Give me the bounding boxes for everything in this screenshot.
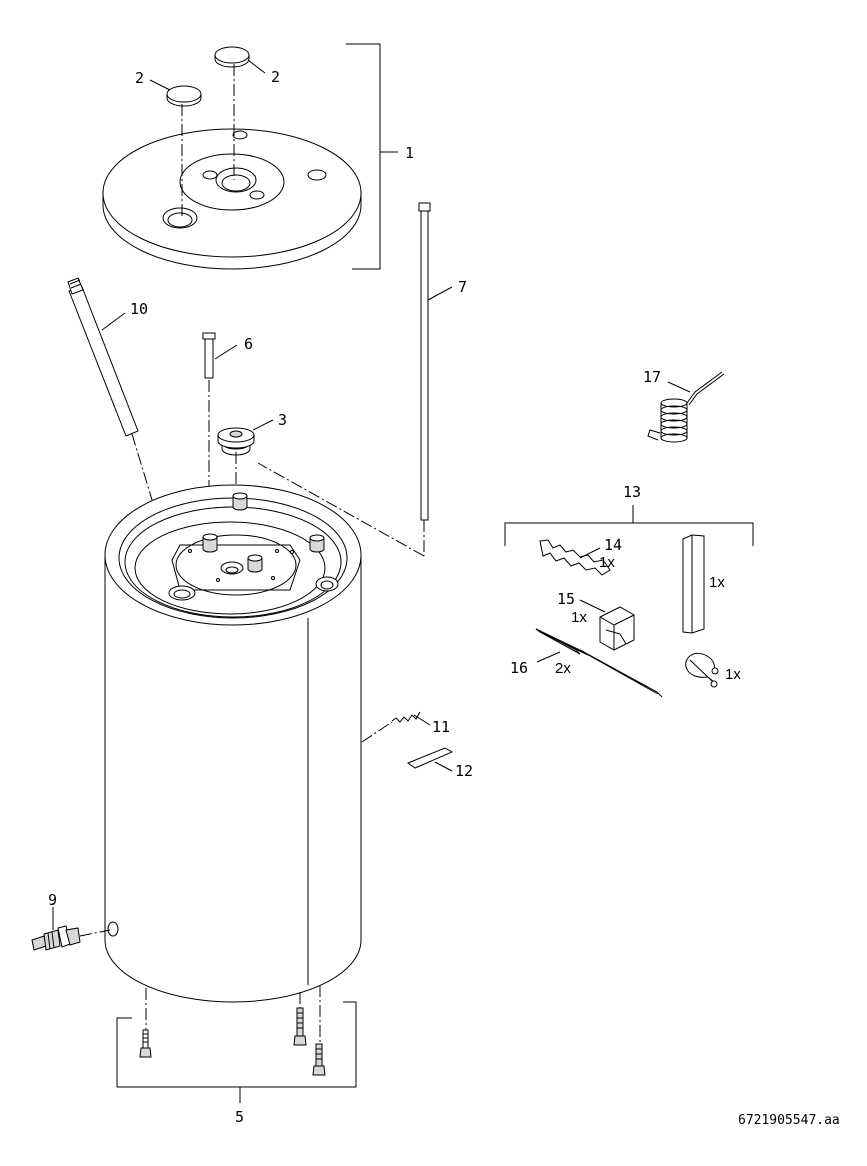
quantity-strip: 1x: [709, 574, 725, 591]
document-id: 6721905547.aa: [738, 1113, 840, 1128]
axis-line: [79, 929, 111, 937]
callout-10: 10: [130, 300, 148, 318]
callout-15: 15: [557, 590, 575, 608]
leader-line: [579, 599, 606, 613]
quantity-clip: 1x: [725, 666, 741, 683]
leveling-screw-left: [139, 1029, 152, 1058]
bracket-part-13: [504, 522, 754, 546]
callout-14: 14: [604, 536, 622, 554]
cap-plug-part-left: [166, 85, 202, 107]
cable-clip-ring: [685, 652, 719, 688]
leader-line: [214, 344, 238, 360]
callout-5: 5: [235, 1108, 244, 1126]
bracket-part-5: [116, 1001, 357, 1088]
leader-line: [434, 761, 453, 772]
callout-9: 9: [48, 891, 57, 909]
leader-line: [101, 312, 126, 331]
callout-6: 6: [244, 335, 253, 353]
anode-rod-part-10: [67, 277, 139, 437]
storage-tank-body: [104, 484, 362, 1003]
callout-13: 13: [623, 483, 641, 501]
leader-line: [579, 547, 601, 559]
clamp-clip-part-15: [599, 606, 635, 651]
coil-spring-part-17: [647, 371, 725, 443]
callout-1: 1: [405, 144, 414, 162]
quantity-16: 2x: [555, 660, 571, 677]
spring-clip-part-11: [391, 711, 421, 723]
axis-line: [257, 462, 425, 557]
leader-line: [247, 59, 266, 74]
threaded-fitting-part-3: [217, 427, 255, 456]
leader-line: [427, 286, 453, 301]
leader-line: [252, 419, 274, 431]
callout-12: 12: [455, 762, 473, 780]
lid-cover-part: [102, 128, 362, 270]
callout-7: 7: [458, 278, 467, 296]
leader-line: [413, 714, 431, 726]
label-plate-part-12: [406, 747, 454, 769]
callout-3: 3: [278, 411, 287, 429]
bracket-part-1: [346, 43, 381, 270]
cap-plug-part-right: [214, 46, 250, 68]
leader-line: [149, 79, 171, 91]
callout-11: 11: [432, 718, 450, 736]
leveling-screw-middle: [293, 1007, 307, 1046]
axis-line: [361, 721, 393, 743]
drain-valve-part-9: [31, 925, 81, 951]
callout-2-right: 2: [271, 68, 280, 86]
heating-rod-part-7: [418, 202, 431, 521]
sensor-sleeve-part-6: [202, 332, 216, 379]
callout-2-left: 2: [135, 69, 144, 87]
leveling-screw-right: [312, 1043, 326, 1076]
probe-wire-part-16: [535, 628, 663, 698]
quantity-14: 1x: [599, 554, 615, 571]
quantity-15: 1x: [571, 609, 587, 626]
callout-16: 16: [510, 659, 528, 677]
mounting-strip: [682, 534, 705, 634]
callout-17: 17: [643, 368, 661, 386]
clip-strip-part-14: [539, 539, 611, 576]
leader-line: [536, 651, 561, 663]
